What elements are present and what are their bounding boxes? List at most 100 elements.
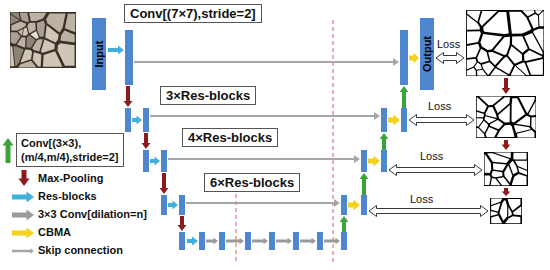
particle bbox=[511, 98, 525, 122]
feature-bar bbox=[125, 108, 131, 132]
particle bbox=[531, 117, 535, 131]
legend-entry: Skip connection bbox=[38, 244, 123, 257]
particle bbox=[476, 118, 483, 126]
feature-bar bbox=[125, 30, 133, 85]
loss-label: Loss bbox=[428, 100, 451, 113]
feature-bar bbox=[161, 150, 167, 172]
feature-bar bbox=[381, 150, 387, 172]
res-block-box: 4×Res-blocks bbox=[182, 128, 278, 147]
particle bbox=[508, 207, 512, 217]
cbma-arrow bbox=[409, 53, 419, 64]
output-bar: Output bbox=[420, 18, 434, 90]
upconv-arrow bbox=[360, 173, 369, 195]
feature-bar bbox=[361, 195, 367, 215]
particle bbox=[27, 23, 35, 33]
dashed-guide bbox=[236, 194, 237, 264]
particle bbox=[485, 176, 491, 185]
cbma-arrow bbox=[348, 200, 360, 211]
legend-text: Skip connection bbox=[38, 244, 123, 256]
label-text: Loss bbox=[428, 100, 451, 112]
particle bbox=[526, 59, 542, 75]
image-ground bbox=[476, 96, 536, 138]
particle bbox=[41, 39, 55, 52]
particle bbox=[13, 46, 23, 66]
loss-arrow bbox=[389, 165, 482, 176]
output-image bbox=[466, 10, 544, 76]
legend-arrow bbox=[3, 138, 14, 163]
cbma-arrow bbox=[368, 156, 380, 167]
upconv-arrow bbox=[400, 86, 409, 108]
loss-arrow bbox=[369, 206, 488, 217]
conv-box: Conv[(7×7),stride=2] bbox=[124, 4, 262, 23]
particle bbox=[37, 20, 45, 36]
particle bbox=[514, 125, 531, 133]
particle bbox=[491, 171, 502, 177]
legend-entry: Conv[(3×3), (m/4,m/4),stride=2] bbox=[16, 133, 124, 167]
legend-entry: 3×3 Conv[dilation=n] bbox=[38, 208, 147, 221]
particle bbox=[500, 201, 508, 221]
particle bbox=[508, 199, 521, 211]
dilated-conv-arrow bbox=[300, 238, 316, 245]
loss-label: Loss bbox=[437, 38, 460, 51]
legend-arrow bbox=[12, 248, 34, 254]
downsample-arrow bbox=[502, 188, 511, 196]
particle bbox=[491, 215, 502, 223]
output-image bbox=[476, 96, 536, 138]
particle bbox=[477, 98, 487, 113]
legend-entry: Max-Pooling bbox=[38, 172, 103, 185]
feature-bar bbox=[400, 30, 408, 85]
particle bbox=[57, 43, 74, 66]
particle bbox=[539, 11, 544, 26]
skip-arrow bbox=[168, 155, 360, 163]
particle bbox=[524, 33, 542, 55]
particle bbox=[32, 39, 43, 51]
particle bbox=[518, 167, 527, 175]
feature-bar bbox=[161, 195, 167, 215]
feature-bar bbox=[245, 232, 251, 250]
particle bbox=[467, 59, 477, 70]
res-block-arrow bbox=[132, 116, 142, 125]
output-image bbox=[490, 198, 522, 224]
particle bbox=[494, 152, 511, 158]
node-text: 6×Res-blocks bbox=[210, 175, 294, 190]
particle bbox=[505, 216, 520, 223]
feature-bar bbox=[269, 232, 275, 250]
dilated-conv-arrow bbox=[324, 238, 340, 245]
particle bbox=[23, 27, 28, 36]
feature-bar bbox=[179, 195, 185, 215]
res-block-arrow bbox=[150, 157, 160, 166]
node-text: 4×Res-blocks bbox=[188, 130, 272, 145]
particle bbox=[494, 37, 510, 55]
downsample-arrow bbox=[502, 78, 511, 94]
node-text: 3×Res-blocks bbox=[166, 88, 250, 103]
dashed-guide bbox=[333, 20, 334, 264]
max-pooling-arrow bbox=[160, 173, 169, 194]
feature-bar bbox=[361, 150, 367, 172]
particle bbox=[30, 31, 39, 39]
node-text: Input bbox=[93, 41, 105, 68]
dilated-conv-arrow bbox=[252, 238, 268, 245]
loss-arrow bbox=[409, 115, 474, 126]
skip-arrow bbox=[134, 58, 399, 66]
res-block-arrow bbox=[187, 237, 198, 246]
max-pooling-arrow bbox=[124, 86, 133, 107]
feature-bar bbox=[401, 108, 407, 132]
particle bbox=[512, 36, 528, 52]
feature-bar bbox=[143, 108, 149, 132]
label-text: Loss bbox=[420, 150, 443, 162]
feature-bar bbox=[341, 232, 347, 250]
particle bbox=[474, 63, 482, 70]
particle bbox=[467, 44, 480, 58]
particle bbox=[20, 49, 32, 62]
legend-text: 3×3 Conv[dilation=n] bbox=[38, 208, 147, 220]
particle bbox=[467, 31, 481, 44]
particle bbox=[65, 14, 75, 33]
cbma-arrow bbox=[388, 115, 400, 126]
upconv-arrow bbox=[380, 133, 389, 150]
input-image bbox=[10, 12, 76, 68]
particle bbox=[485, 116, 497, 123]
feature-bar bbox=[143, 150, 149, 172]
particle bbox=[60, 31, 74, 43]
image-ground bbox=[466, 10, 544, 76]
feature-bar bbox=[381, 108, 387, 132]
